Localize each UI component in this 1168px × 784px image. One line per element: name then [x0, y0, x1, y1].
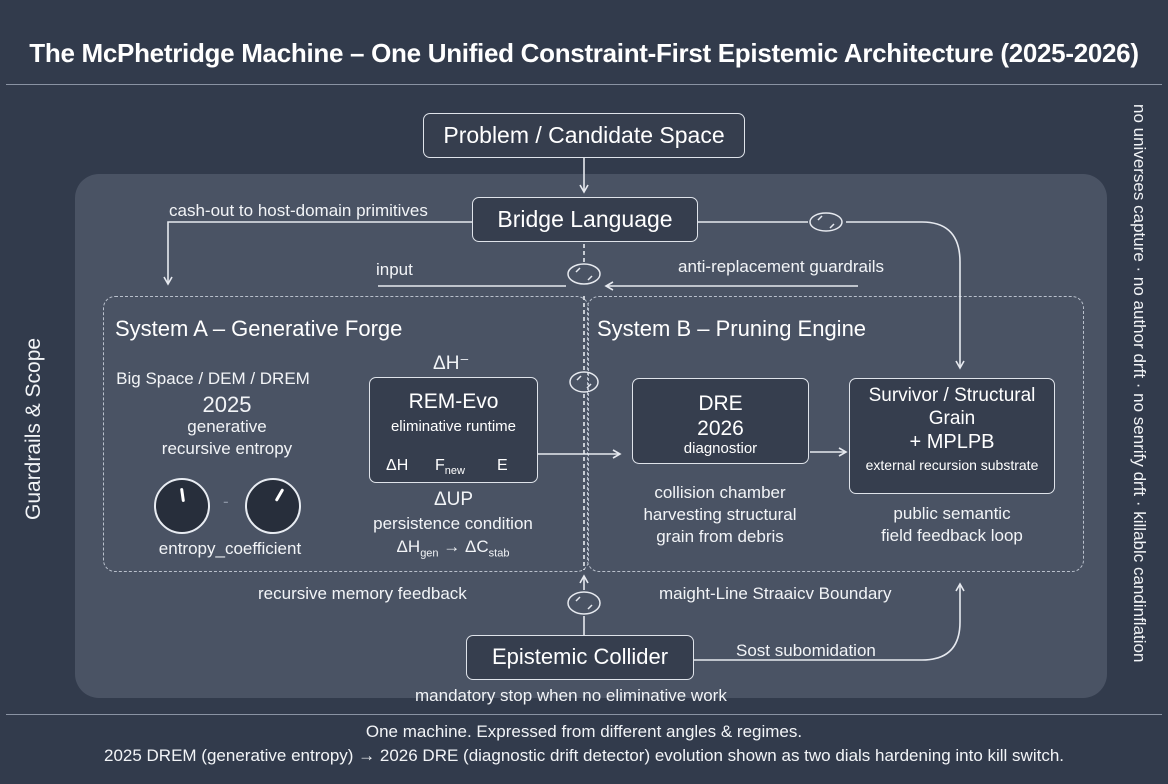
formula-dh-sub: gen: [420, 547, 439, 560]
dial-icon: [154, 478, 210, 534]
constraints-vertical-label: no universes capture · no author drft · …: [1130, 104, 1149, 663]
system-b-frame: [587, 296, 1084, 572]
formula-arrow: →: [443, 537, 461, 556]
bridge-language-node: Bridge Language: [472, 197, 698, 242]
cash-out-label: cash-out to host-domain primitives: [169, 201, 428, 220]
survivor-line-1: Survivor / Structural: [868, 385, 1036, 406]
collision-line-2: harvesting structural: [643, 505, 797, 524]
system-a-title: System A – Generative Forge: [115, 316, 403, 341]
collision-line-1: collision chamber: [654, 483, 786, 502]
system-b-title: System B – Pruning Engine: [597, 316, 867, 341]
survivor-line-2: Grain: [928, 408, 976, 429]
rem-delta-h: ΔH: [386, 457, 409, 474]
generative-label: generative: [187, 417, 267, 436]
diagram-title: The McPhetridge Machine – One Unified Co…: [29, 38, 1139, 68]
anti-replacement-label: anti-replacement guardrails: [678, 257, 884, 276]
delta-h-top: ΔH⁻: [433, 353, 470, 374]
survivor-line-3: + MPLPB: [909, 431, 995, 453]
survivor-node: Survivor / Structural Grain + MPLPB exte…: [849, 378, 1055, 494]
dial-needle: [180, 487, 185, 503]
rem-f-sub: new: [444, 465, 465, 478]
feedback-loop-icon: [809, 212, 843, 232]
recursive-entropy-label: recursive entropy: [161, 439, 293, 458]
title-divider: [6, 84, 1162, 85]
feedback-loop-icon: [569, 371, 599, 393]
mandatory-stop-label: mandatory stop when no eliminative work: [415, 686, 727, 705]
boundary-label: maight-Line Straaicv Boundary: [659, 584, 892, 603]
dial-separator: -: [223, 492, 229, 511]
big-space-label: Big Space / DEM / DREM: [116, 369, 310, 388]
dre-title: DRE: [698, 392, 743, 415]
rem-evo-node: REM-Evo eliminative runtime ΔH Fnew E: [369, 377, 538, 483]
bridge-node-label: Bridge Language: [497, 206, 673, 232]
rem-evo-title: REM-Evo: [408, 390, 499, 413]
dre-year: 2026: [697, 417, 744, 440]
public-semantic-label: public semantic: [893, 504, 1011, 523]
input-label: input: [376, 260, 413, 279]
dial-needle: [274, 488, 285, 502]
dre-subtitle: diagnostior: [683, 440, 758, 457]
feedback-loop-icon: [567, 591, 601, 615]
dial-icon: [245, 478, 301, 534]
epistemic-collider-node: Epistemic Collider: [466, 635, 694, 680]
formula-dc-sub: stab: [488, 547, 510, 560]
footer-line-1: One machine. Expressed from different an…: [365, 722, 803, 741]
recursive-memory-label: recursive memory feedback: [258, 584, 467, 603]
rem-f-new: Fnew: [435, 457, 465, 477]
problem-node-label: Problem / Candidate Space: [443, 122, 725, 148]
formula-dh: ΔH: [396, 537, 421, 556]
rem-evo-subtitle: eliminative runtime: [390, 418, 517, 435]
field-feedback-label: field feedback loop: [881, 526, 1023, 545]
collision-line-3: grain from debris: [656, 527, 784, 546]
collider-node-label: Epistemic Collider: [491, 644, 669, 669]
footer-divider: [6, 714, 1162, 715]
delta-up-label: ΔUP: [433, 489, 474, 510]
entropy-coefficient-label: entropy_coefficient: [158, 539, 302, 558]
dre-node: DRE 2026 diagnostior: [632, 378, 809, 464]
rem-f: F: [435, 457, 445, 474]
rem-e: E: [497, 457, 508, 474]
footer-line-2: 2025 DREM (generative entropy) → 2026 DR…: [103, 746, 1065, 765]
problem-candidate-space-node: Problem / Candidate Space: [423, 113, 745, 158]
persistence-formula: ΔHgen → ΔCstab: [353, 537, 553, 559]
feedback-loop-icon: [567, 263, 601, 285]
formula-dc: ΔC: [465, 537, 489, 556]
year-2025: 2025: [202, 392, 252, 417]
persistence-condition-label: persistence condition: [373, 514, 533, 533]
guardrails-scope-label: Guardrails & Scope: [22, 337, 45, 520]
survivor-line-4: external recursion substrate: [865, 457, 1039, 473]
system-a-frame: [103, 296, 589, 572]
submission-label: Sost subomidation: [736, 641, 876, 660]
